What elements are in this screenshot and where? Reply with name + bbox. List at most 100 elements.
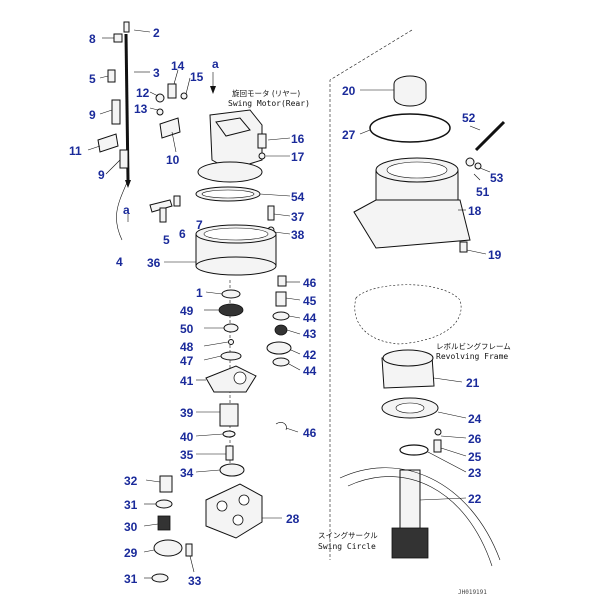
callout-29: 29 <box>124 546 138 560</box>
callout-26: 26 <box>468 432 482 446</box>
pin-part-45 <box>275 291 287 307</box>
bolt-part-25 <box>433 439 442 453</box>
callout-33: 33 <box>188 574 202 588</box>
plate-part-34 <box>219 463 245 477</box>
gear-part-42 <box>266 341 292 355</box>
thrust-plate-part-47 <box>220 351 242 361</box>
fitting-part-2 <box>123 21 130 33</box>
callout-50: 50 <box>180 322 194 336</box>
swing-circle-label-en: Swing Circle <box>318 542 376 551</box>
revolving-frame-label-en: Revolving Frame <box>436 352 508 361</box>
clip-part-5-upper <box>107 69 116 83</box>
bolt-part-14 <box>167 83 177 99</box>
washer-part-26 <box>434 428 442 436</box>
callout-4: 4 <box>116 255 123 269</box>
callout-40: 40 <box>180 430 194 444</box>
bolt-part-16 <box>257 133 267 149</box>
swing-motor <box>195 109 267 202</box>
washer-part-31-lower <box>151 573 169 583</box>
case-part-18-flange <box>353 199 471 249</box>
nipple-part-7 <box>149 199 173 213</box>
callout-49: 49 <box>180 304 194 318</box>
bearing-part-49 <box>218 303 244 317</box>
bracket-part-10 <box>159 117 181 139</box>
washer-part-31-upper <box>155 499 173 509</box>
callout-41: 41 <box>180 374 194 388</box>
callout-25: 25 <box>468 450 482 464</box>
callout-19: 19 <box>488 248 502 262</box>
callout-14: 14 <box>171 59 185 73</box>
leader-lines <box>87 29 491 579</box>
bolt-part-35 <box>225 445 234 461</box>
pinion-gear-part-22 <box>391 527 429 559</box>
washer-part-44-upper <box>272 311 290 321</box>
bearing-part-21-top <box>382 349 434 367</box>
callout-7: 7 <box>196 218 203 232</box>
carrier-part-41 <box>205 365 257 393</box>
callout-52: 52 <box>462 111 476 125</box>
callout-11: 11 <box>69 144 82 158</box>
drawing-code: JH019191 <box>458 589 487 596</box>
revolving-frame-outline <box>354 284 462 345</box>
callout-9-upper: 9 <box>89 108 96 122</box>
grease-pipe-assembly <box>97 21 188 241</box>
callout-31-lower: 31 <box>124 572 138 586</box>
ring-gear-part-36-bottom <box>195 256 277 276</box>
callout-42: 42 <box>303 348 317 362</box>
needle-bearing-part-30 <box>157 515 171 531</box>
arrow-icon-a-top <box>210 86 216 94</box>
bolt-part-19 <box>459 241 468 253</box>
callout-numbers: 2 8 3 5 14 15 12 13 9 11 10 9 16 17 54 7… <box>69 26 504 588</box>
callout-46-lower: 46 <box>303 426 317 440</box>
o-ring-part-27 <box>369 113 451 143</box>
needle-bearing-part-43 <box>274 324 288 336</box>
callout-44-lower: 44 <box>303 364 317 378</box>
clip-part-5-lower <box>159 207 167 223</box>
callout-31-upper: 31 <box>124 498 138 512</box>
swing-motor-label-jp: 旋回モータ (リヤー) <box>232 88 300 98</box>
callout-18: 18 <box>468 204 482 218</box>
callout-37: 37 <box>291 210 305 224</box>
swing-circle-label-jp: スイングサークル <box>318 530 378 540</box>
dipstick-part-52 <box>474 120 506 152</box>
callout-12: 12 <box>136 86 150 100</box>
pin-part-33 <box>185 543 193 557</box>
callout-48: 48 <box>180 340 194 354</box>
clamp-part-11 <box>97 133 119 153</box>
callout-36: 36 <box>147 256 161 270</box>
callout-54: 54 <box>291 190 305 204</box>
callout-13: 13 <box>134 102 148 116</box>
lower-carrier-group <box>151 475 263 583</box>
callout-8: 8 <box>89 32 96 46</box>
callout-38: 38 <box>291 228 305 242</box>
callout-53: 53 <box>490 171 504 185</box>
callout-51: 51 <box>476 185 490 199</box>
bracket-part-9-upper <box>111 99 121 125</box>
swing-motor-label-en: Swing Motor(Rear) <box>228 99 310 108</box>
motor-flange <box>197 161 263 183</box>
callout-27: 27 <box>342 128 356 142</box>
callout-46-upper: 46 <box>303 276 317 290</box>
callout-20: 20 <box>342 84 356 98</box>
snap-ring-part-46-lower <box>275 422 287 431</box>
swing-circle-outline <box>339 467 501 561</box>
plug-part-51 <box>465 157 475 167</box>
assembly-axis-right <box>329 29 413 560</box>
callout-34: 34 <box>180 466 194 480</box>
washer-part-44-lower <box>272 357 290 367</box>
washer-part-15 <box>180 92 188 100</box>
callout-16: 16 <box>291 132 305 146</box>
callout-17: 17 <box>291 150 305 164</box>
planetary-stack <box>195 205 292 477</box>
ball-part-48 <box>228 339 234 345</box>
callout-9-lower: 9 <box>98 168 105 182</box>
callout-23: 23 <box>468 466 482 480</box>
callout-3: 3 <box>153 66 160 80</box>
pinion-shaft-part-22 <box>399 469 421 535</box>
callout-47: 47 <box>180 354 194 368</box>
case-group <box>339 75 506 567</box>
ref-a-top: a <box>212 57 219 71</box>
snap-ring-part-46-upper <box>277 275 287 287</box>
revolving-frame-label-jp: レボルビングフレーム <box>436 341 511 351</box>
